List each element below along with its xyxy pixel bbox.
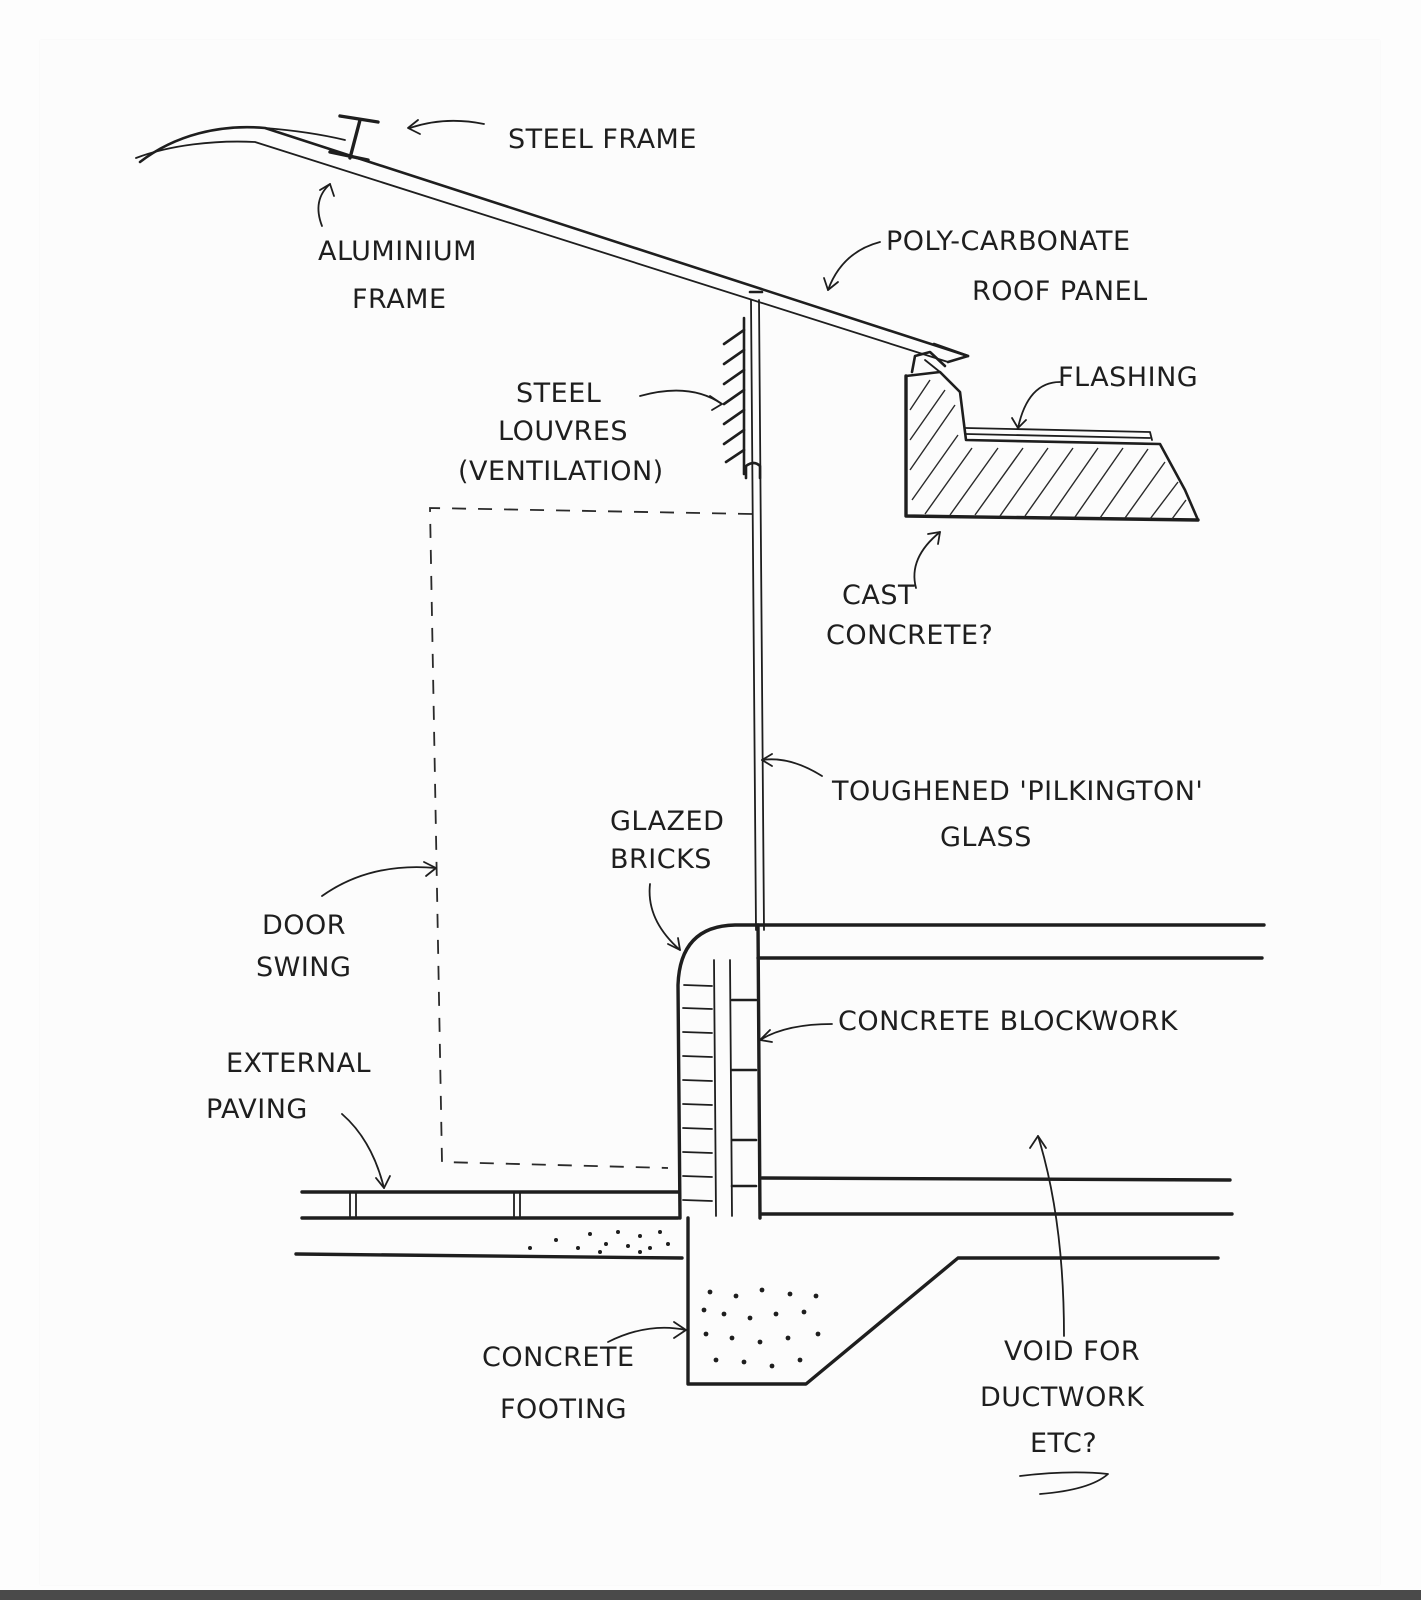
leader-arrows	[317, 119, 1109, 1495]
paper	[40, 40, 1380, 1585]
label-cast-concrete-line-1: CAST	[842, 580, 915, 611]
wall-section	[676, 923, 1266, 1220]
floor-slab	[686, 1176, 1234, 1386]
label-external-paving-line-2: PAVING	[206, 1094, 308, 1125]
label-steel-louvres-line-3: (VENTILATION)	[458, 456, 664, 487]
roof-panel	[135, 125, 970, 364]
label-aluminium-frame-line-1: ALUMINIUM	[318, 236, 477, 267]
label-flashing: FLASHING	[1058, 362, 1198, 393]
glass-pane	[744, 290, 765, 931]
label-toughened-glass-line-1: TOUGHENED 'PILKINGTON'	[831, 776, 1203, 807]
label-glazed-bricks-line-1: GLAZED	[610, 806, 724, 837]
label-steel-frame: STEEL FRAME	[508, 124, 697, 155]
label-void-ductwork-line-2: DUCTWORK	[980, 1382, 1145, 1413]
external-paving	[294, 1190, 684, 1260]
scan-edge	[0, 1590, 1421, 1600]
steel-frame-symbol	[328, 114, 380, 162]
label-void-ductwork-line-1: VOID FOR	[1004, 1336, 1140, 1367]
steel-louvres	[722, 316, 746, 476]
label-door-swing-line-2: SWING	[256, 952, 351, 983]
label-door-swing-line-1: DOOR	[262, 910, 346, 941]
label-steel-louvres-line-1: STEEL	[516, 378, 601, 409]
label-polycarbonate-line-2: ROOF PANEL	[972, 276, 1148, 307]
label-toughened-glass-line-2: GLASS	[940, 822, 1032, 853]
label-concrete-footing-line-2: FOOTING	[500, 1394, 627, 1425]
label-polycarbonate-line-1: POLY-CARBONATE	[886, 226, 1131, 257]
cast-concrete-upstand	[904, 350, 1200, 522]
label-concrete-footing-line-1: CONCRETE	[482, 1342, 635, 1373]
door-swing-outline	[429, 507, 753, 1169]
label-aluminium-frame-line-2: FRAME	[352, 284, 447, 315]
annotation-labels: STEEL FRAME ALUMINIUM FRAME POLY-CARBONA…	[206, 124, 1203, 1459]
flashing	[965, 427, 1153, 441]
label-cast-concrete-line-2: CONCRETE?	[826, 620, 993, 651]
label-void-ductwork-line-3: ETC?	[1030, 1428, 1097, 1459]
label-concrete-blockwork: CONCRETE BLOCKWORK	[838, 1006, 1179, 1037]
label-steel-louvres-line-2: LOUVRES	[498, 416, 628, 447]
gravel-fill	[528, 1230, 670, 1254]
footing-fill	[701, 1287, 821, 1369]
label-external-paving-line-1: EXTERNAL	[226, 1048, 371, 1079]
label-glazed-bricks-line-2: BRICKS	[610, 844, 712, 875]
